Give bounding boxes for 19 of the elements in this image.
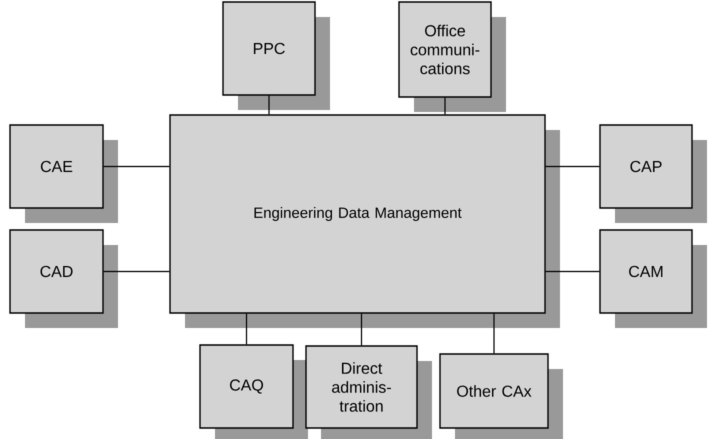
module-box: CAD	[9, 229, 104, 314]
module-box: CAQ	[199, 344, 294, 429]
connector-line	[104, 270, 170, 272]
connector-line	[444, 98, 446, 114]
module-box: CAP	[599, 124, 693, 209]
connector-line	[246, 314, 248, 344]
connector-line	[104, 166, 170, 168]
connector-line	[546, 270, 600, 272]
module-box: CAE	[9, 124, 104, 209]
main-box: Engineering Data Management	[169, 114, 546, 314]
connector-line	[360, 314, 362, 346]
connector-line	[493, 314, 495, 354]
module-box: PPC	[222, 1, 316, 96]
connector-line	[546, 166, 600, 168]
module-box: Office communi- cations	[398, 1, 492, 98]
module-box: Other CAx	[439, 353, 549, 429]
module-box: CAM	[599, 229, 693, 314]
connector-line	[268, 96, 270, 114]
module-box: Direct adminis- tration	[305, 345, 418, 429]
